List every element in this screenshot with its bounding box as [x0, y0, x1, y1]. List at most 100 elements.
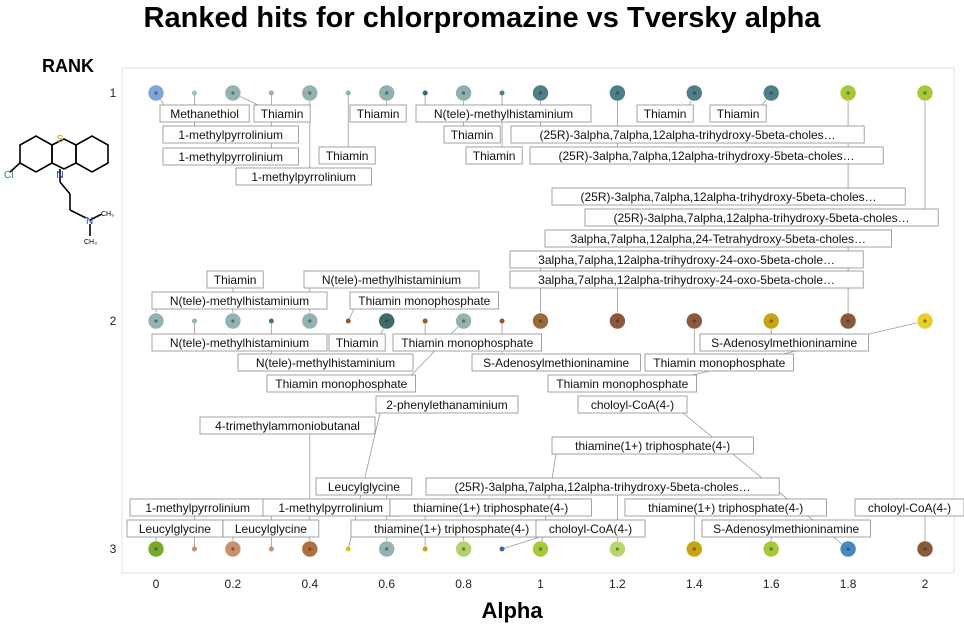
point-label-box: [415, 104, 592, 123]
point-label-box: [547, 374, 698, 393]
point-label-box: [624, 498, 827, 517]
point-label-box: [577, 395, 688, 414]
point-label: (25R)-3alpha,7alpha,12alpha-trihydroxy-5…: [510, 125, 865, 144]
x-tick-label: 1.2: [609, 577, 626, 591]
point-label-text: 1-methylpyrrolinium: [145, 501, 250, 515]
point-label-box: [392, 333, 543, 352]
y-tick-label: 2: [110, 314, 117, 328]
data-point-center: [846, 319, 850, 323]
x-tick-label: 1.4: [686, 577, 703, 591]
point-label-box: [199, 416, 376, 435]
point-label: 3alpha,7alpha,12alpha-trihydroxy-24-oxo-…: [509, 250, 864, 269]
point-label-box: [529, 146, 884, 165]
point-label-text: Methanethiol: [170, 107, 239, 121]
point-label-text: S-Adenosylmethioninamine: [713, 522, 859, 536]
data-point-center: [308, 91, 312, 95]
data-point-center: [923, 91, 927, 95]
point-label-box: [443, 125, 501, 144]
chlorine-atom-mark: Cl: [4, 170, 13, 181]
point-label: Leucylglycine: [222, 519, 320, 538]
point-label: 3alpha,7alpha,12alpha,24-Tetrahydroxy-5b…: [544, 229, 893, 248]
point-label-text: Thiamin: [473, 149, 516, 163]
point-label: Leucylglycine: [315, 477, 413, 496]
label-connector: [501, 536, 541, 550]
x-tick-label: 2: [922, 577, 929, 591]
point-label-text: S-Adenosylmethioninamine: [483, 356, 629, 370]
point-label-text: Thiamin: [451, 128, 494, 142]
data-point-center: [462, 547, 466, 551]
point-label: 1-methylpyrrolinium: [262, 498, 399, 517]
point-label-text: (25R)-3alpha,7alpha,12alpha-trihydroxy-5…: [455, 480, 751, 494]
point-label-text: Thiamin: [214, 273, 257, 287]
point-label-text: (25R)-3alpha,7alpha,12alpha-trihydroxy-5…: [581, 190, 877, 204]
point-label-box: [551, 187, 906, 206]
data-point-center: [231, 547, 235, 551]
data-point-center: [769, 319, 773, 323]
data-point-center: [154, 547, 158, 551]
point-label-box: [584, 208, 939, 227]
point-label: Thiamin: [318, 146, 376, 165]
point-label-text: S-Adenosylmethioninamine: [711, 336, 857, 350]
point-label-text: choloyl-CoA(4-): [868, 501, 951, 515]
point-label: (25R)-3alpha,7alpha,12alpha-trihydroxy-5…: [584, 208, 939, 227]
point-label-text: thiamine(1+) triphosphate(4-): [374, 522, 529, 536]
x-tick-label: 1.8: [840, 577, 857, 591]
data-point-center: [615, 91, 620, 95]
point-label-box: [151, 291, 328, 310]
point-label-text: 2-phenylethanaminium: [386, 398, 507, 412]
point-label-text: Thiamin monophosphate: [275, 377, 407, 391]
point-label: 1-methylpyrrolinium: [129, 498, 266, 517]
y-axis-label: RANK: [42, 56, 94, 76]
data-point-center: [385, 91, 389, 95]
point-label: N(tele)-methylhistaminium: [415, 104, 592, 123]
data-point: [191, 318, 197, 324]
point-label: Methanethiol: [159, 104, 250, 123]
data-point: [191, 90, 197, 96]
point-label-box: [349, 291, 500, 310]
point-label-text: (25R)-3alpha,7alpha,12alpha-trihydroxy-5…: [559, 149, 855, 163]
x-axis-label: Alpha: [481, 598, 543, 623]
point-label-text: 1-methylpyrrolinium: [278, 501, 383, 515]
point-label: thiamine(1+) triphosphate(4-): [389, 498, 592, 517]
point-label: S-Adenosylmethioninamine: [699, 333, 869, 352]
x-tick-label: 0.4: [301, 577, 318, 591]
data-point: [268, 318, 274, 324]
data-point: [499, 90, 505, 96]
data-point-center: [538, 547, 543, 551]
data-point-center: [923, 547, 927, 551]
point-label-text: 3alpha,7alpha,12alpha-trihydroxy-24-oxo-…: [538, 273, 835, 287]
amine-nitrogen-atom-mark: N: [86, 216, 93, 227]
point-label-text: Thiamin: [261, 107, 304, 121]
point-label-text: thiamine(1+) triphosphate(4-): [648, 501, 803, 515]
data-point: [499, 546, 505, 552]
point-label-text: Thiamin: [717, 107, 760, 121]
data-point-center: [769, 91, 773, 95]
data-point-center: [308, 547, 312, 551]
point-label: thiamine(1+) triphosphate(4-): [551, 436, 754, 455]
data-point-center: [846, 91, 850, 95]
point-label: Thiamin: [328, 333, 386, 352]
point-label-text: N(tele)-methylhistaminium: [434, 107, 573, 121]
chlorpromazine-structure-image: S N Cl N CH₃ CH₃: [4, 134, 114, 246]
data-point-center: [692, 547, 696, 551]
point-label-box: [509, 270, 864, 289]
y-tick-label: 3: [110, 542, 117, 556]
point-label: Thiamin: [253, 104, 311, 123]
point-label: Thiamin monophosphate: [266, 374, 417, 393]
point-label-text: Thiamin: [644, 107, 687, 121]
point-label: S-Adenosylmethioninamine: [471, 353, 641, 372]
point-label-box: [159, 104, 250, 123]
point-label: (25R)-3alpha,7alpha,12alpha-trihydroxy-5…: [529, 146, 884, 165]
point-label: S-Adenosylmethioninamine: [701, 519, 871, 538]
point-label-text: N(tele)-methylhistaminium: [256, 356, 395, 370]
point-label: 1-methylpyrrolinium: [235, 167, 372, 186]
point-label: (25R)-3alpha,7alpha,12alpha-trihydroxy-5…: [551, 187, 906, 206]
point-label-box: [644, 353, 795, 372]
point-label: Thiamin: [206, 270, 264, 289]
point-label-box: [349, 104, 407, 123]
data-point: [422, 546, 428, 552]
data-point: [499, 318, 505, 324]
point-label: N(tele)-methylhistaminium: [237, 353, 414, 372]
data-point-center: [154, 319, 158, 323]
